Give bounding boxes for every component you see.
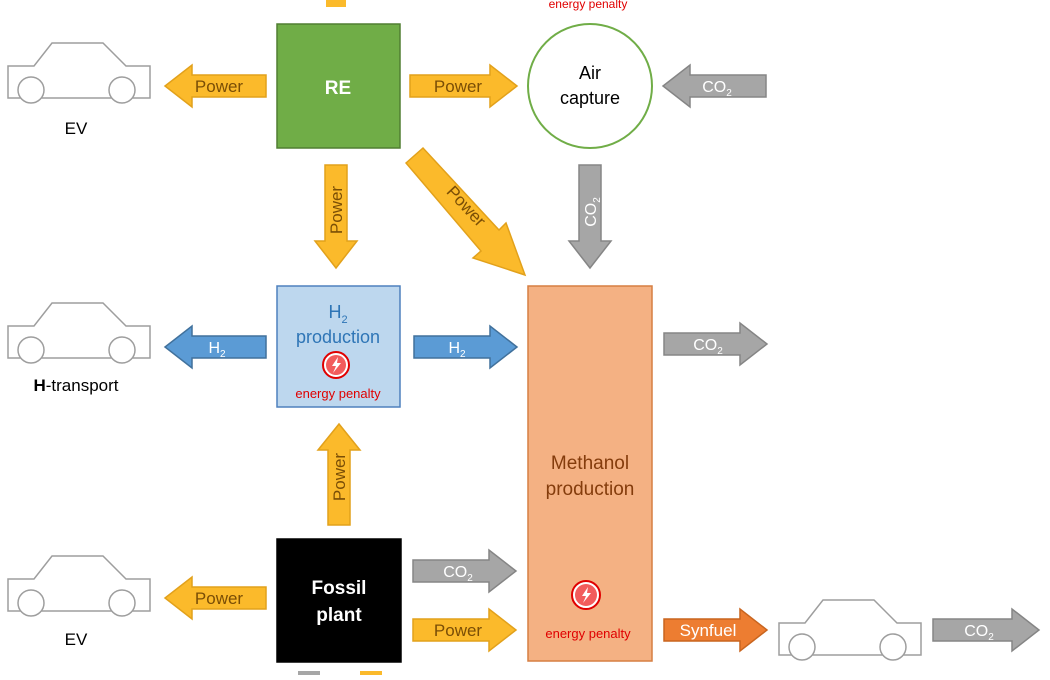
re-box (276, 23, 401, 149)
bottom-partial-power-arrow (360, 671, 382, 675)
fossil-label-line2: plant (316, 605, 362, 626)
re-label: RE (325, 78, 351, 99)
co2-arrow-into-air-capture (661, 63, 767, 109)
h2-arrow-to-methanol (413, 324, 519, 370)
air-capture-circle (527, 23, 653, 149)
top-partial-arrow (326, 0, 346, 7)
power-arrow-re-to-air-capture (409, 63, 519, 109)
h2-label-to-h-transport: H2 (208, 340, 226, 360)
synfuel-label: Synfuel (680, 621, 737, 640)
co2-label-into-air-capture: CO2 (702, 79, 732, 99)
car-icon (778, 599, 922, 661)
ev-bottom-label: EV (65, 630, 88, 649)
h2-production-box (276, 285, 401, 408)
methanol-label-line1: Methanol (551, 453, 629, 474)
power-arrow-re-to-ev (163, 63, 267, 109)
ev-top-label: EV (65, 119, 88, 138)
top-partial-energy-penalty: energy penalty (549, 0, 628, 11)
power-arrow-fossil-to-ev (163, 575, 267, 621)
co2-label-from-synfuel-car: CO2 (964, 623, 994, 643)
h2-production-title: H2 (328, 302, 347, 326)
h-transport-label: H-transport (33, 376, 118, 395)
co2-arrow-methanol-out (663, 321, 769, 367)
car-icon (7, 302, 151, 364)
power-label-fossil-to-h2: Power (330, 453, 349, 502)
power-arrow-re-to-h2 (313, 164, 359, 270)
air-capture-label-line1: Air (579, 63, 601, 83)
power-label-fossil-to-methanol: Power (434, 621, 483, 640)
h2-label-to-methanol: H2 (448, 340, 466, 360)
power-label-re-to-air-capture: Power (434, 77, 483, 96)
power-arrow-fossil-to-methanol (412, 607, 518, 653)
fossil-plant-box (276, 538, 402, 663)
methanol-energy-penalty-label: energy penalty (545, 626, 631, 641)
power-arrow-fossil-to-h2 (316, 422, 362, 526)
methanol-label-line2: production (546, 479, 635, 500)
lightning-icon (571, 580, 601, 610)
fossil-label-line1: Fossil (312, 578, 367, 599)
lightning-icon (322, 351, 350, 379)
car-icon (7, 42, 151, 104)
co2-arrow-from-synfuel-car (932, 607, 1041, 653)
synfuel-arrow (663, 607, 769, 653)
power-label-re-to-h2: Power (327, 186, 346, 235)
power-label-re-to-ev: Power (195, 77, 244, 96)
air-capture-label-line2: capture (560, 88, 620, 108)
co2-label-fossil-to-methanol: CO2 (443, 564, 473, 584)
co2-arrow-fossil-to-methanol (412, 548, 518, 594)
power-arrow-re-to-methanol (404, 146, 527, 277)
co2-arrow-air-capture-to-methanol (567, 164, 613, 270)
bottom-partial-co2-arrow (298, 671, 320, 675)
power-label-fossil-to-ev: Power (195, 589, 244, 608)
co2-label-methanol-out: CO2 (693, 337, 723, 357)
h2-arrow-to-h-transport (163, 324, 267, 370)
car-icon (7, 555, 151, 617)
co2-label-air-capture-to-methanol: CO2 (583, 197, 603, 227)
h2-production-label: production (296, 327, 380, 347)
h2-energy-penalty-label: energy penalty (295, 386, 381, 401)
